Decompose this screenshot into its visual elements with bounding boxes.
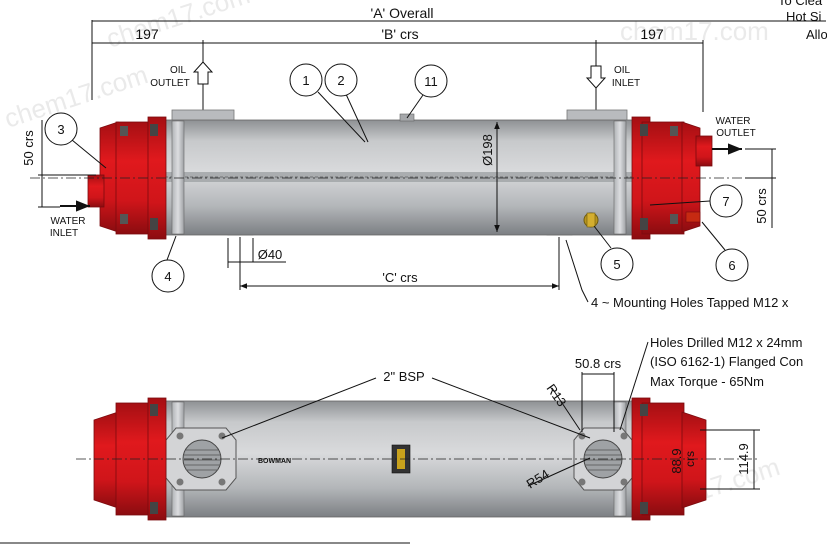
water-inlet-port: WATER INLET	[50, 200, 90, 239]
svg-text:Max Torque - 65Nm: Max Torque - 65Nm	[650, 374, 764, 389]
callout-11: 11	[406, 64, 448, 119]
svg-text:1: 1	[302, 73, 309, 88]
right-197-label: 197	[640, 26, 664, 42]
left-50crs-label: 50 crs	[21, 130, 36, 166]
dim-88-9: 88.9 crs	[669, 448, 697, 473]
overall-label: 'A' Overall	[371, 5, 434, 21]
callout-1: 1	[289, 63, 366, 143]
callout-4: 4	[151, 235, 185, 293]
watermark-text: chem17.com	[103, 0, 254, 54]
callout-5: 5	[593, 225, 634, 281]
top-right-note: To Clea Hot Si Allo	[778, 0, 827, 42]
oil-inlet-line2: INLET	[612, 78, 640, 89]
callout-3: 3	[44, 112, 107, 169]
svg-text:3: 3	[57, 122, 64, 137]
svg-text:Allo: Allo	[806, 27, 827, 42]
dia-198-label: Ø198	[480, 134, 495, 166]
callout-7: 7	[649, 184, 743, 218]
svg-text:2: 2	[337, 73, 344, 88]
dim-left-50crs: 50 crs	[21, 120, 96, 208]
svg-text:4: 4	[164, 269, 171, 284]
bsp-note: 2" BSP	[221, 369, 591, 439]
svg-text:Holes Drilled M12 x 24mm: Holes Drilled M12 x 24mm	[650, 335, 802, 350]
b-crs-label: 'B' crs	[381, 26, 418, 42]
water-outlet-line1: WATER	[716, 116, 751, 127]
dim-dia-198: Ø198	[480, 122, 500, 232]
left-197-label: 197	[135, 26, 159, 42]
oil-outlet-line1: OIL	[170, 65, 187, 76]
top-view-body	[159, 109, 639, 236]
water-outlet-line2: OUTLET	[716, 128, 755, 139]
svg-text:(ISO 6162-1) Flanged Con: (ISO 6162-1) Flanged Con	[650, 354, 803, 369]
svg-text:7: 7	[722, 194, 729, 209]
svg-text:6: 6	[728, 258, 735, 273]
oil-outlet-port: OIL OUTLET	[150, 61, 214, 89]
flange-note: Holes Drilled M12 x 24mm (ISO 6162-1) Fl…	[619, 335, 803, 431]
bsp-label: 2" BSP	[383, 369, 424, 384]
water-outlet-port: WATER OUTLET	[712, 116, 756, 155]
oil-inlet-line1: OIL	[614, 65, 631, 76]
dim-889-crs-label: crs	[683, 451, 697, 467]
dim-overall: 'A' Overall	[91, 5, 826, 100]
dim-c-crs: Ø40 'C' crs	[227, 237, 560, 290]
dim-50-8-crs: 50.8 crs	[575, 356, 622, 432]
body-brand-label: BOWMAN	[258, 458, 291, 465]
mounting-holes-note: 4 ~ Mounting Holes Tapped M12 x	[565, 239, 789, 310]
svg-text:Hot Si: Hot Si	[786, 9, 822, 24]
callout-2: 2	[324, 63, 369, 143]
dim-right-50crs: 50 crs	[745, 148, 776, 228]
svg-text:To Clea: To Clea	[778, 0, 823, 8]
callout-6: 6	[701, 221, 749, 282]
crs-508-label: 50.8 crs	[575, 356, 622, 371]
svg-text:5: 5	[613, 257, 620, 272]
dia-40-label: Ø40	[258, 247, 283, 262]
dim-889-label: 88.9	[669, 448, 684, 473]
dim-114-9: 114.9	[700, 429, 760, 490]
water-inlet-line1: WATER	[51, 216, 86, 227]
mounting-holes-label: 4 ~ Mounting Holes Tapped M12 x	[591, 295, 789, 310]
c-crs-label: 'C' crs	[382, 270, 418, 285]
oil-inlet-port: OIL INLET	[585, 65, 640, 89]
svg-text:11: 11	[424, 74, 438, 89]
dim-1149-label: 114.9	[736, 443, 751, 475]
oil-outlet-line2: OUTLET	[150, 78, 189, 89]
right-50crs-label: 50 crs	[754, 188, 769, 224]
water-inlet-line2: INLET	[50, 228, 78, 239]
